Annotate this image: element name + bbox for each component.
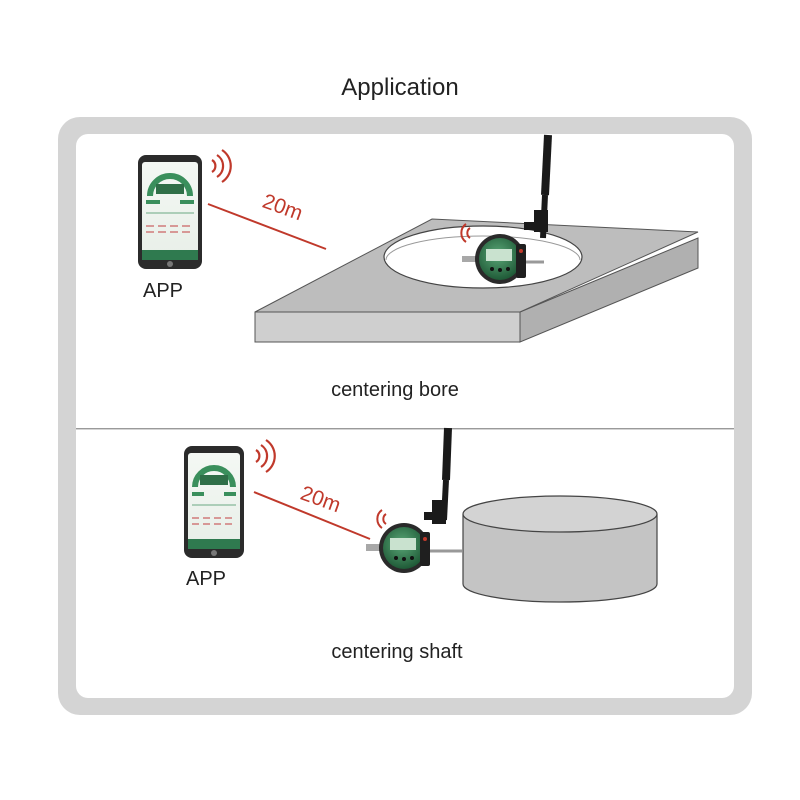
- caption-centering-shaft: centering shaft: [331, 641, 463, 663]
- app-label: APP: [186, 568, 227, 590]
- magnetic-stand-icon: [524, 134, 552, 239]
- caption-centering-bore: centering bore: [331, 379, 459, 401]
- signal-link-line: [253, 491, 371, 540]
- digital-indicator-icon: [462, 234, 544, 284]
- wifi-signal-icon: [255, 439, 276, 473]
- wifi-signal-icon: [376, 509, 387, 529]
- plate-with-bore: [254, 218, 699, 343]
- digital-indicator-icon: [366, 523, 462, 573]
- wifi-signal-icon: [211, 149, 232, 183]
- magnetic-stand-icon: [424, 427, 452, 524]
- wifi-signal-icon: [460, 223, 471, 243]
- app-label: APP: [143, 280, 184, 302]
- cylinder-shaft: [462, 495, 658, 603]
- phone-app-icon: [138, 155, 202, 269]
- signal-link-line: [207, 203, 327, 250]
- page-title: Application: [341, 74, 459, 101]
- phone-app-icon: [184, 446, 244, 558]
